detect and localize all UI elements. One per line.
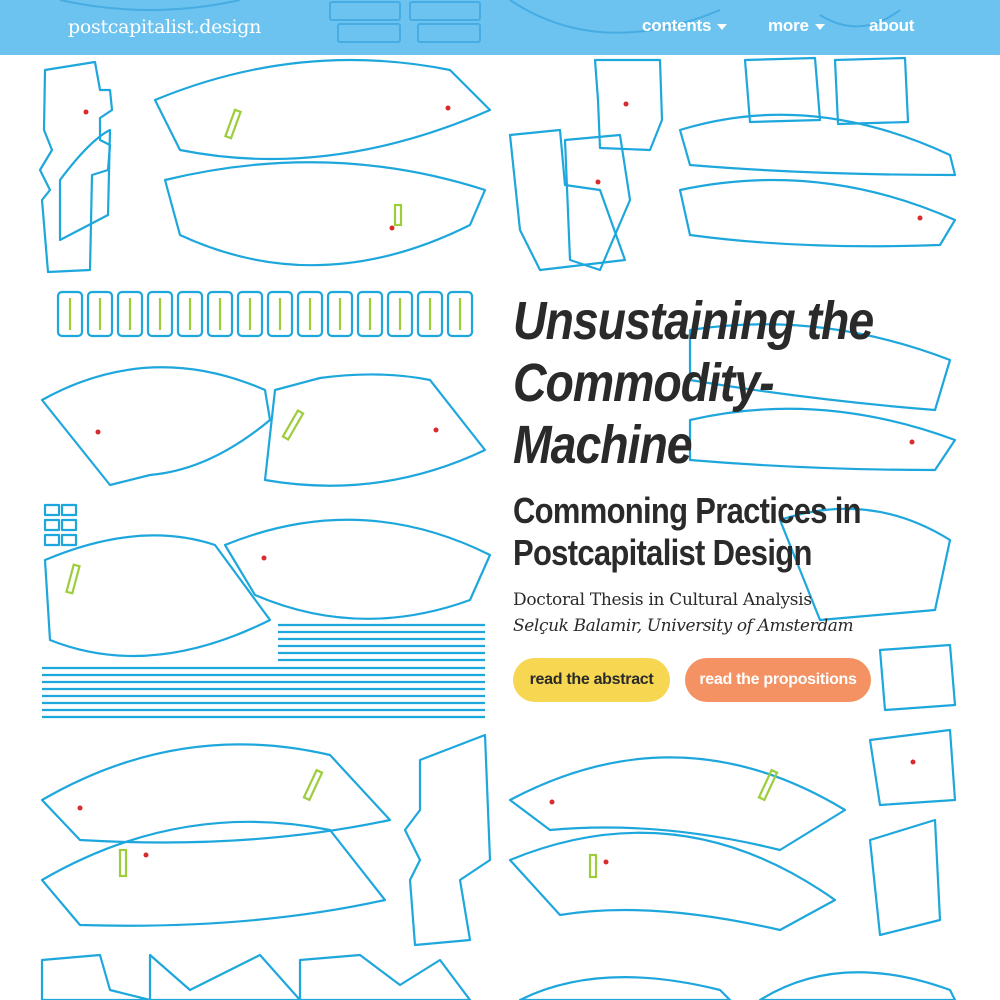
bottom-piece	[148, 953, 302, 1000]
subtitle-line: Postcapitalist Design	[513, 532, 812, 573]
nav-more[interactable]: more	[768, 16, 825, 36]
author-affiliation: Selçuk Balamir, University of Amsterdam	[513, 616, 854, 636]
nav-more-label: more	[768, 16, 809, 35]
site-logo[interactable]: postcapitalist.design	[68, 16, 262, 38]
arc-piece	[508, 756, 847, 852]
bracket-piece	[58, 128, 112, 242]
nav-about[interactable]: about	[869, 16, 914, 36]
arc-piece	[688, 323, 952, 412]
arc-piece	[688, 407, 957, 472]
arc-piece	[758, 971, 957, 1000]
arc-piece	[518, 976, 732, 1000]
arc-piece	[40, 820, 387, 927]
header-cut-pattern	[59, 0, 901, 43]
arc-piece	[43, 534, 272, 658]
mini-pieces	[43, 503, 78, 547]
title-line: Unsustaining the	[513, 291, 874, 351]
arc-piece	[40, 366, 272, 487]
page-subtitle: Commoning Practices in Postcapitalist De…	[513, 490, 862, 574]
hero-section: Unsustaining the Commodity- Machine Comm…	[513, 290, 983, 702]
title-line: Commodity-	[513, 353, 775, 413]
subtitle-line: Commoning Practices in	[513, 490, 862, 531]
bracket-piece	[508, 128, 627, 272]
bracket-piece	[878, 643, 957, 712]
red-marks	[77, 101, 923, 865]
bracket-piece	[833, 56, 910, 126]
bottom-piece	[298, 953, 472, 1000]
caret-down-icon	[717, 23, 728, 30]
bracket-piece	[743, 56, 822, 124]
slot-marks	[65, 108, 779, 879]
page-title: Unsustaining the Commodity- Machine	[513, 290, 917, 476]
read-propositions-button[interactable]: read the propositions	[685, 658, 871, 702]
arc-piece	[678, 178, 957, 248]
bracket-piece	[403, 733, 492, 947]
arc-piece	[678, 113, 957, 177]
bracket-piece	[868, 818, 942, 937]
bracket-piece	[593, 58, 664, 152]
arc-piece	[263, 373, 487, 487]
site-header: postcapitalist.design contents more abou…	[0, 0, 1000, 55]
bottom-piece	[40, 953, 152, 1000]
arc-piece	[508, 831, 837, 932]
arc-piece	[40, 743, 392, 844]
tile-row	[56, 290, 474, 338]
read-abstract-button[interactable]: read the abstract	[513, 658, 670, 702]
title-line: Machine	[513, 415, 693, 475]
thesis-type: Doctoral Thesis in Cultural Analysis	[513, 590, 812, 610]
caret-down-icon	[814, 23, 825, 30]
nav-about-label: about	[869, 16, 915, 35]
arc-piece	[163, 161, 487, 267]
bracket-piece	[868, 728, 957, 807]
arc-piece	[223, 518, 492, 620]
nav-contents-label: contents	[642, 16, 712, 35]
nav-contents[interactable]: contents	[642, 16, 728, 36]
arc-piece	[778, 507, 952, 622]
bracket-piece	[563, 133, 632, 272]
bracket-piece	[38, 60, 114, 274]
arc-piece	[153, 58, 492, 161]
hatch-block	[42, 623, 485, 719]
